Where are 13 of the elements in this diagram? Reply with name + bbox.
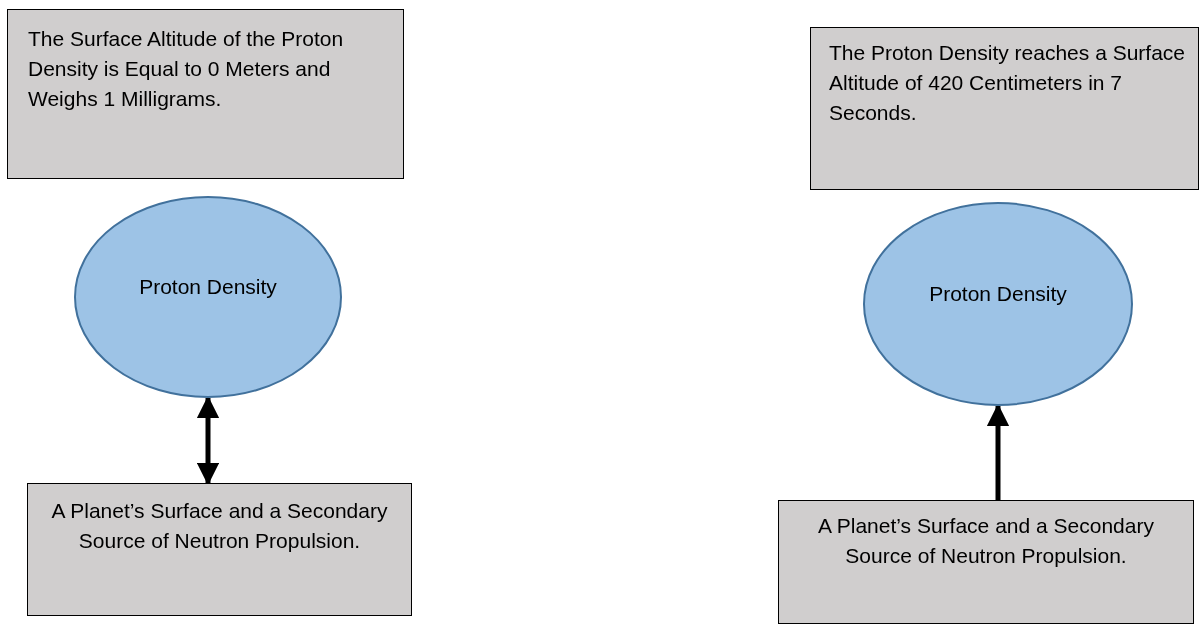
node-text: Proton Density <box>139 274 277 300</box>
arrow <box>986 403 1010 500</box>
node-text: A Planet’s Surface and a Secondary Source of Neutron Propulsion. <box>817 513 1155 569</box>
node-text: A Planet’s Surface and a Secondary Source of Neutron Propulsion. <box>50 498 389 554</box>
ellipse-node <box>74 196 342 398</box>
text-box <box>810 27 1199 190</box>
node-text: The Proton Density reaches a Surface Altitude of 420 Centimeters in 7 Seconds. <box>829 40 1186 126</box>
node-text: Proton Density <box>929 281 1067 307</box>
ellipse-node <box>863 202 1133 406</box>
text-box <box>7 9 404 179</box>
text-box <box>778 500 1194 624</box>
node-text: The Surface Altitude of the Proton Density is Equal to 0 Meters and Weighs 1 Milligrams. <box>28 26 345 112</box>
text-box <box>27 483 412 616</box>
